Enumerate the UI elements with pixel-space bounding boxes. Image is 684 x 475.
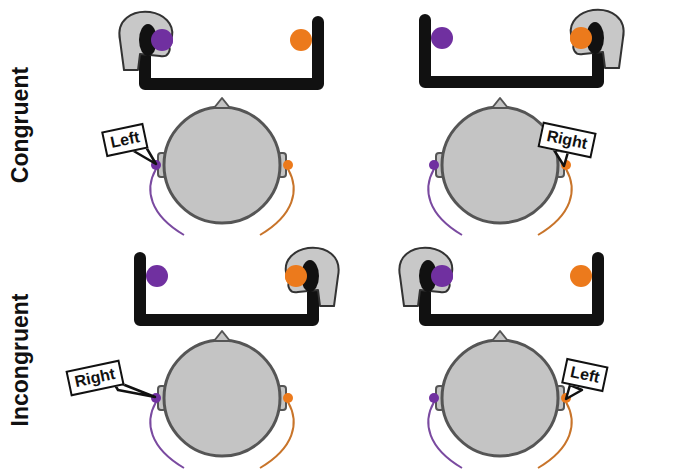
row-label: Incongruent bbox=[7, 294, 34, 427]
head bbox=[150, 331, 293, 468]
row-label: Congruent bbox=[7, 67, 34, 183]
bubble-text: Left bbox=[109, 127, 142, 153]
head bbox=[150, 98, 293, 235]
bubble-text: Left bbox=[569, 362, 602, 388]
bubble-text: Right bbox=[73, 364, 117, 392]
hand bbox=[570, 10, 624, 68]
head bbox=[428, 98, 571, 235]
bubble-text: Right bbox=[545, 126, 589, 154]
speech-bubble: Right bbox=[537, 122, 596, 159]
speech-bubble: Left bbox=[561, 358, 609, 392]
speech-bubble: Right bbox=[65, 360, 124, 397]
hand bbox=[399, 248, 453, 306]
head bbox=[428, 331, 571, 468]
speech-bubble: Left bbox=[101, 123, 149, 157]
hand bbox=[285, 248, 339, 306]
hand bbox=[119, 12, 173, 70]
